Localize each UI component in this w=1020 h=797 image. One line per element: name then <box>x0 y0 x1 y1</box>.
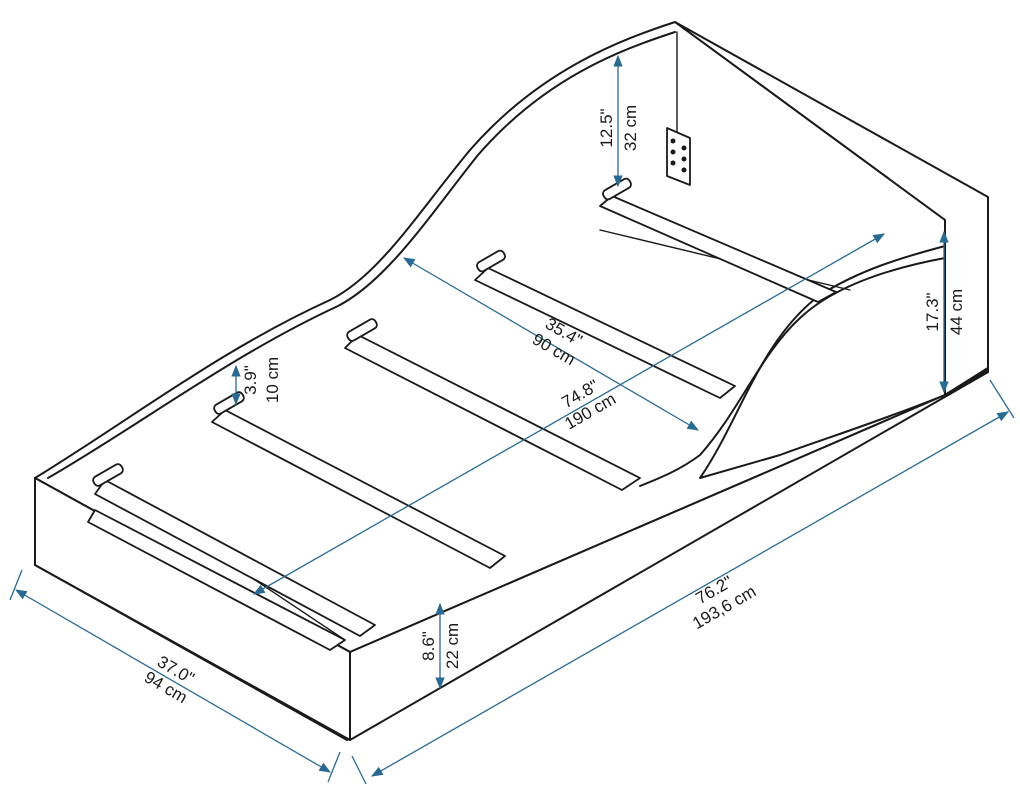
slat-1 <box>599 177 837 303</box>
slat-gap-metric: 10 cm <box>263 357 282 403</box>
height-back-imperial: 17.3" <box>923 292 942 331</box>
front-panel-top <box>34 477 351 741</box>
dim-width-inner-line <box>402 257 700 431</box>
dim-width-outer-line <box>14 589 332 773</box>
slat-4 <box>211 391 506 569</box>
front-panel-long <box>349 369 989 741</box>
height-head-metric: 32 cm <box>621 105 640 151</box>
dim-length-outer-line <box>370 411 1010 777</box>
height-front-imperial: 8.6" <box>419 631 438 661</box>
height-back-metric: 44 cm <box>947 289 966 335</box>
height-front-metric: 22 cm <box>443 623 462 669</box>
dimension-lines <box>9 54 1015 785</box>
bed-frame <box>34 21 989 741</box>
hinge-bracket <box>666 127 691 186</box>
height-head-imperial: 12.5" <box>597 108 616 147</box>
slat-gap-imperial: 3.9" <box>241 365 260 395</box>
